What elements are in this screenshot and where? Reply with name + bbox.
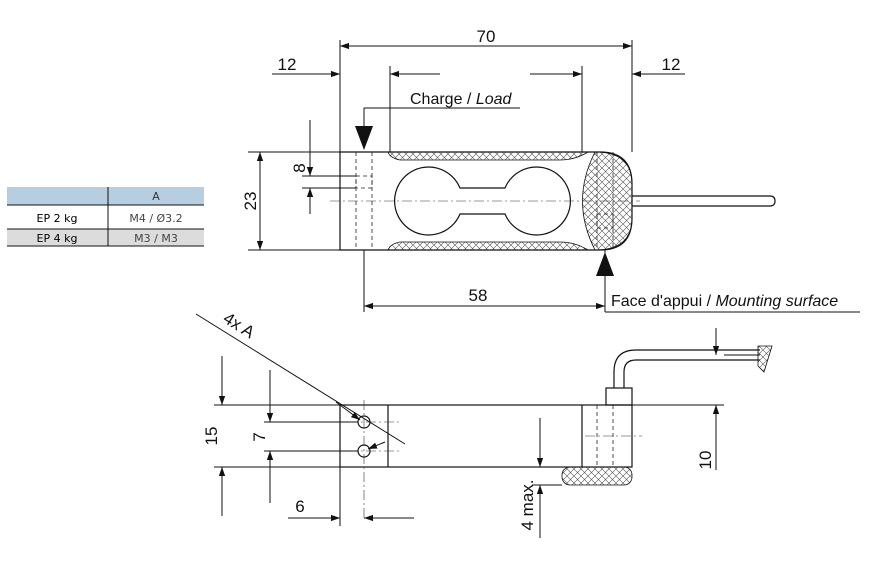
cable-end-side: [757, 345, 773, 373]
holes-label: 4x A: [220, 309, 259, 343]
dim-clearance: 4 max.: [518, 479, 537, 530]
cable-side: [613, 349, 760, 388]
table-row-model: EP 4 kg: [37, 232, 78, 245]
side-view: 4x A 15 7 6 4 max. 10: [195, 309, 773, 538]
mount-label: Face d'appui / Mounting surface: [611, 293, 838, 310]
slot-right: [596, 213, 614, 229]
dim-height-23: 23: [241, 192, 260, 211]
dim-cable-height-10: 10: [696, 451, 715, 470]
side-view-body: [339, 404, 633, 468]
dim-support-58: 58: [469, 286, 488, 305]
hatched-foot-side: [561, 466, 633, 486]
mount-label-en: Mounting surface: [715, 293, 838, 310]
dim-hole-spacing-7: 7: [250, 432, 269, 441]
table-header-bg: [7, 187, 204, 205]
binocular-bore: [394, 166, 571, 236]
table-header-a: A: [152, 190, 160, 203]
dim-length-70: 70: [477, 27, 496, 46]
dim-right-12: 12: [662, 55, 681, 74]
table-row-model: EP 2 kg: [37, 212, 78, 225]
hatched-strip-top: [387, 151, 590, 161]
cable-top: [632, 195, 776, 207]
mount-label-fr: Face d'appui /: [611, 293, 715, 310]
table-row-bg: [7, 229, 204, 246]
dim-slot-8: 8: [290, 163, 309, 172]
top-view: 70 12 12 Charge / Load 23 8 58: [241, 27, 860, 313]
holes-table: A EP 2 kg M4 / Ø3.2 EP 4 kg M3 / M3: [7, 187, 204, 247]
load-label: Charge / Load: [410, 91, 513, 108]
load-label-fr: Charge /: [410, 91, 476, 108]
table-row-thread: M4 / Ø3.2: [129, 212, 182, 225]
table-row-thread: M3 / M3: [134, 232, 178, 245]
load-label-en: Load: [476, 91, 513, 108]
dim-left-12: 12: [278, 55, 297, 74]
slot-left: [355, 175, 373, 189]
mount-arrow: [596, 252, 614, 276]
dim-hole-offset-6: 6: [295, 497, 304, 516]
cable-gland-side: [605, 387, 633, 406]
load-arrow: [355, 126, 373, 150]
dim-height-15: 15: [202, 427, 221, 446]
hatched-strip-bottom: [387, 241, 590, 251]
